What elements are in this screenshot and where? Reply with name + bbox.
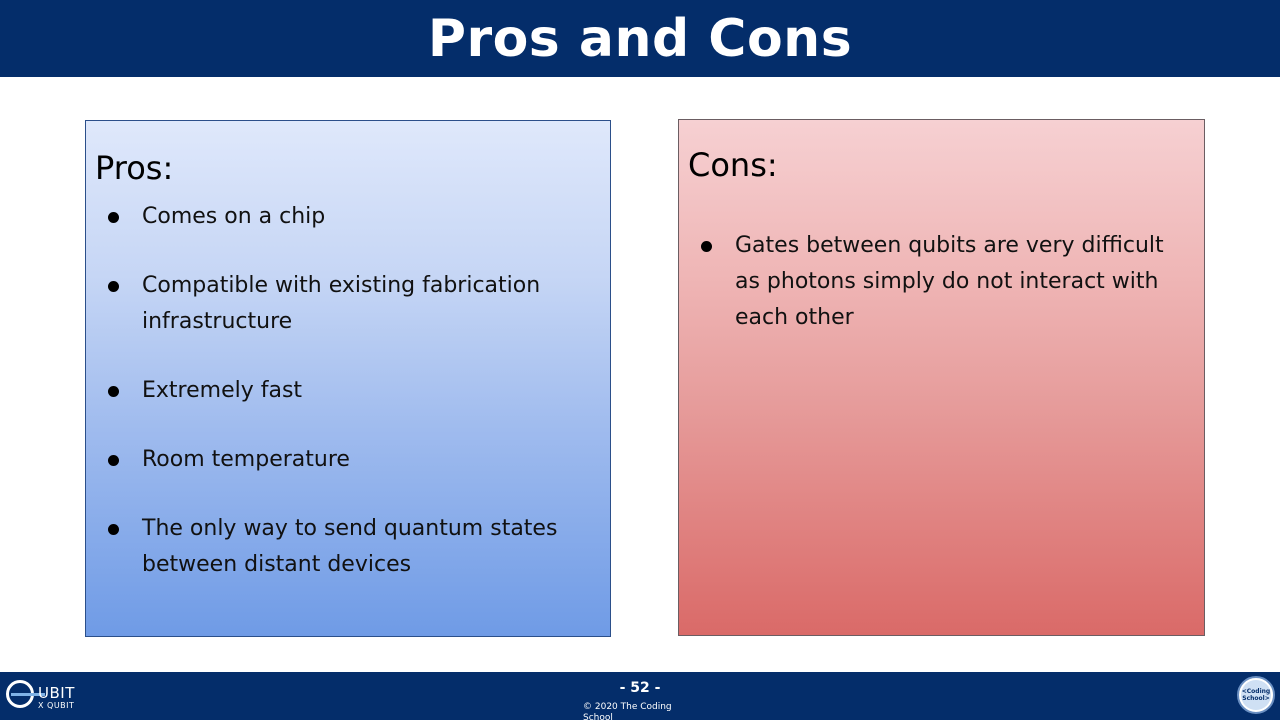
bullet-icon [701,241,712,252]
cons-box: Cons: Gates between qubits are very diff… [678,119,1205,636]
bullet-icon [108,386,119,397]
qubit-logo-subtext: X QUBIT [38,701,75,710]
list-item-text: Extremely fast [142,378,303,403]
list-item: Room temperature [86,442,610,478]
list-item: Compatible with existing fabrication inf… [86,268,610,340]
pros-box: Pros: Comes on a chip Compatible with ex… [85,120,611,637]
pros-list: Comes on a chip Compatible with existing… [86,199,610,616]
cons-title: Cons: [688,146,778,184]
slide-header: Pros and Cons [0,0,1280,77]
cons-list: Gates between qubits are very difficult … [679,228,1204,369]
page-number: - 52 - [619,680,661,696]
list-item: Gates between qubits are very difficult … [679,228,1204,336]
list-item: Extremely fast [86,373,610,409]
coding-school-logo: <Coding School> [1237,676,1275,714]
bullet-icon [108,281,119,292]
qubit-logo-icon [6,680,45,708]
list-item-text: Gates between qubits are very difficult … [735,233,1164,330]
list-item-text: Comes on a chip [142,204,326,229]
bullet-icon [108,455,119,466]
list-item-text: Compatible with existing fabrication inf… [142,273,541,334]
bullet-icon [108,524,119,535]
qubit-logo-text: UBIT [38,684,75,702]
qubit-logo: UBIT X QUBIT [6,680,96,714]
pros-title: Pros: [95,149,174,187]
bullet-icon [108,212,119,223]
copyright-text: © 2020 The Coding School [583,702,672,720]
coding-school-logo-text: <Coding School> [1241,680,1271,710]
list-item: Comes on a chip [86,199,610,235]
slide-title: Pros and Cons [427,8,853,69]
list-item-text: Room temperature [142,447,350,472]
slide-footer: UBIT X QUBIT - 52 - © 2020 The Coding Sc… [0,672,1280,720]
list-item: The only way to send quantum states betw… [86,511,610,583]
list-item-text: The only way to send quantum states betw… [142,516,558,577]
